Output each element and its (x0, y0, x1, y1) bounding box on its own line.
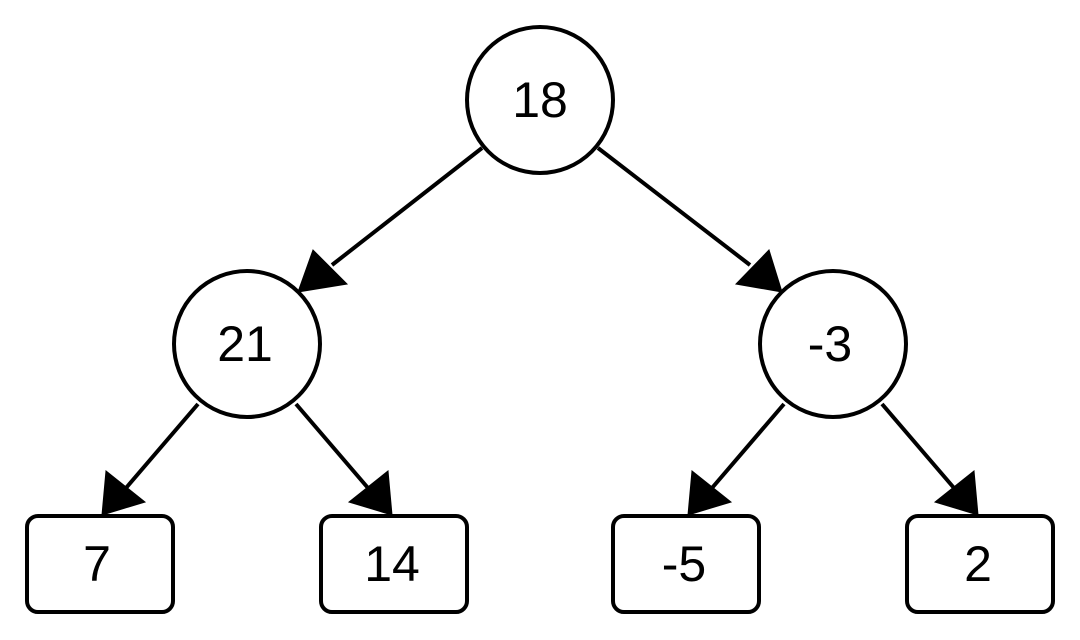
node-left-left-label: 7 (83, 536, 111, 592)
arrowhead-icon (347, 470, 393, 516)
arrowhead-icon (734, 249, 783, 293)
tree-edges (101, 146, 979, 516)
node-right-right: 2 (905, 514, 1055, 614)
node-right-label: -3 (808, 316, 852, 372)
node-left-right-label: 14 (364, 536, 420, 592)
edge-left-to-left-left (101, 402, 200, 516)
edge-right-to-right-left (687, 402, 786, 516)
node-left-left: 7 (25, 514, 175, 614)
node-right: -3 (758, 269, 908, 419)
edge-root-to-right (596, 146, 783, 293)
edge-right-to-right-right (880, 402, 979, 516)
node-left: 21 (172, 269, 322, 419)
node-root: 18 (465, 25, 615, 175)
node-root-label: 18 (512, 72, 568, 128)
tree-nodes: 18 21 -3 7 14 -5 2 (25, 25, 1055, 614)
arrowhead-icon (297, 249, 349, 293)
node-right-left-label: -5 (662, 536, 706, 592)
arrowhead-icon (687, 470, 733, 516)
edge-left-to-left-right (294, 402, 393, 516)
edge-root-to-left (297, 146, 484, 293)
node-right-left: -5 (611, 514, 761, 614)
node-left-label: 21 (217, 316, 273, 372)
arrowhead-icon (101, 470, 147, 516)
node-right-right-label: 2 (964, 536, 992, 592)
arrowhead-icon (933, 470, 979, 516)
node-left-right: 14 (319, 514, 469, 614)
